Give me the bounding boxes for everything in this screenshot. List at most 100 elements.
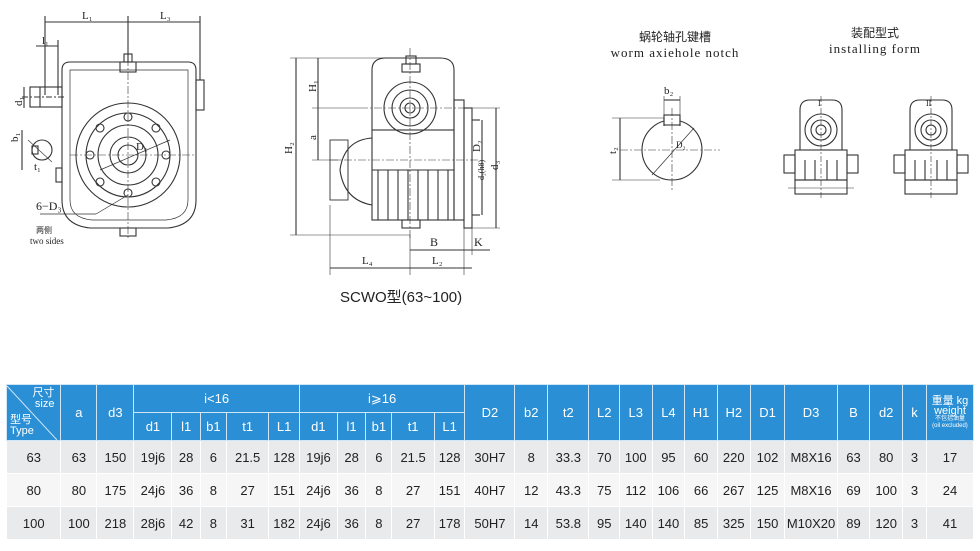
weight-label: 重量 kg	[931, 394, 969, 407]
table-cell: 89	[836, 506, 871, 540]
table-cell: 36	[336, 506, 367, 540]
table-cell: 6	[199, 440, 227, 474]
model-caption: SCWO型(63~100)	[340, 289, 463, 306]
table-cell: 27	[391, 473, 435, 507]
table-cell: 3	[902, 506, 927, 540]
label-H2: H₂	[283, 142, 295, 154]
table-cell: 102	[749, 440, 786, 474]
table-cell: 80	[5, 473, 62, 507]
table-cell: 95	[588, 506, 620, 540]
label-a: a	[307, 135, 319, 140]
table-cell: 151	[433, 473, 466, 507]
table-cell: 140	[618, 506, 653, 540]
corner-size-cn: 尺寸	[32, 386, 55, 399]
table-cell: 128	[268, 440, 300, 474]
table-cell: 151	[268, 473, 300, 507]
label-t1: t₁	[34, 161, 41, 173]
table-cell: 42	[171, 506, 201, 540]
table-cell: 120	[869, 506, 903, 540]
header-L4: L4	[651, 384, 686, 441]
table-cell: 21.5	[391, 440, 435, 474]
table-cell: 28	[336, 440, 367, 474]
install-title: 装配型式 installing form	[810, 24, 940, 57]
label-L2: L₂	[432, 255, 443, 267]
install-form-1	[783, 96, 859, 200]
table-cell: 53.8	[547, 506, 590, 540]
table-cell: 100	[869, 473, 903, 507]
table-cell: 19j6	[133, 440, 173, 474]
table-cell: 112	[618, 473, 653, 507]
table-cell: 41	[925, 506, 975, 540]
table-cell: 21.5	[225, 440, 270, 474]
install-form-2	[893, 96, 969, 200]
install-title-cn: 装配型式	[850, 26, 899, 40]
weight-note-cn: 不包括油量	[934, 415, 965, 422]
keyway-title-en: worm axiehole notch	[610, 45, 740, 60]
table-cell: 60	[684, 440, 718, 474]
table-cell: 63	[836, 440, 871, 474]
table-cell: 218	[96, 506, 135, 540]
table-cell: 267	[716, 473, 751, 507]
table-cell: 19j6	[298, 440, 338, 474]
table-cell: 24	[925, 473, 975, 507]
table-cell: 150	[749, 506, 786, 540]
table-cell: 28	[171, 440, 201, 474]
table-cell: 100	[618, 440, 653, 474]
table-cell: 36	[336, 473, 367, 507]
label-D1: D₁	[136, 141, 148, 153]
corner-size-en: size	[34, 397, 55, 410]
header-H2: H2	[716, 384, 751, 441]
label-d2: d₂(h8)	[477, 160, 486, 180]
corner-type-cn: 型号	[10, 413, 32, 426]
header-D1: D1	[749, 384, 786, 441]
header-low-t1: t1	[225, 412, 270, 441]
header-group-low: i<16	[133, 384, 300, 413]
label-B: B	[430, 235, 438, 249]
table-cell: 80	[60, 473, 98, 507]
table-cell: 30H7	[464, 440, 516, 474]
table-cell: 50H7	[464, 506, 516, 540]
table-cell: 8	[365, 473, 393, 507]
label-b2: b₂	[664, 85, 674, 97]
label-H1: H₁	[307, 80, 319, 92]
left-view	[21, 16, 205, 240]
table-cell: 178	[433, 506, 466, 540]
table-cell: M8X16	[784, 440, 838, 474]
header-b2: b2	[514, 384, 549, 441]
keyway-view	[612, 96, 720, 190]
table-cell: 8	[514, 440, 549, 474]
header-low-d1: d1	[133, 412, 173, 441]
table-cell: 17	[925, 440, 975, 474]
table-cell: 3	[902, 440, 927, 474]
table-cell: 150	[96, 440, 135, 474]
install-title-en: installing form	[829, 41, 921, 56]
table-cell: 33.3	[547, 440, 590, 474]
label-D3: 6−D₃	[36, 199, 62, 213]
technical-drawing: L₁ L₃ l₁ d₁ b₁ t₁ D₁ 6−D₃ 两侧 two sides H…	[9, 10, 969, 275]
table-cell: 100	[5, 506, 62, 540]
table-cell: 8	[365, 506, 393, 540]
table-cell: 95	[651, 440, 686, 474]
label-t2: t₂	[607, 147, 619, 154]
table-cell: 8	[199, 473, 227, 507]
table-cell: 182	[268, 506, 300, 540]
header-group-high: i⩾16	[298, 384, 466, 413]
table-cell: 220	[716, 440, 751, 474]
table-cell: 66	[684, 473, 718, 507]
label-d3: d₃	[489, 161, 501, 171]
table-cell: 75	[588, 473, 620, 507]
label-two-sides-en: two sides	[30, 236, 64, 246]
label-L4: L₄	[362, 255, 373, 267]
header-d2: d2	[869, 384, 903, 441]
table-cell: M8X16	[784, 473, 838, 507]
table-cell: 325	[716, 506, 751, 540]
label-form-2: II	[926, 99, 932, 108]
label-D2: D₂	[471, 140, 483, 152]
header-B: B	[836, 384, 871, 441]
header-D2: D2	[464, 384, 516, 441]
header-high-d1: d1	[298, 412, 338, 441]
